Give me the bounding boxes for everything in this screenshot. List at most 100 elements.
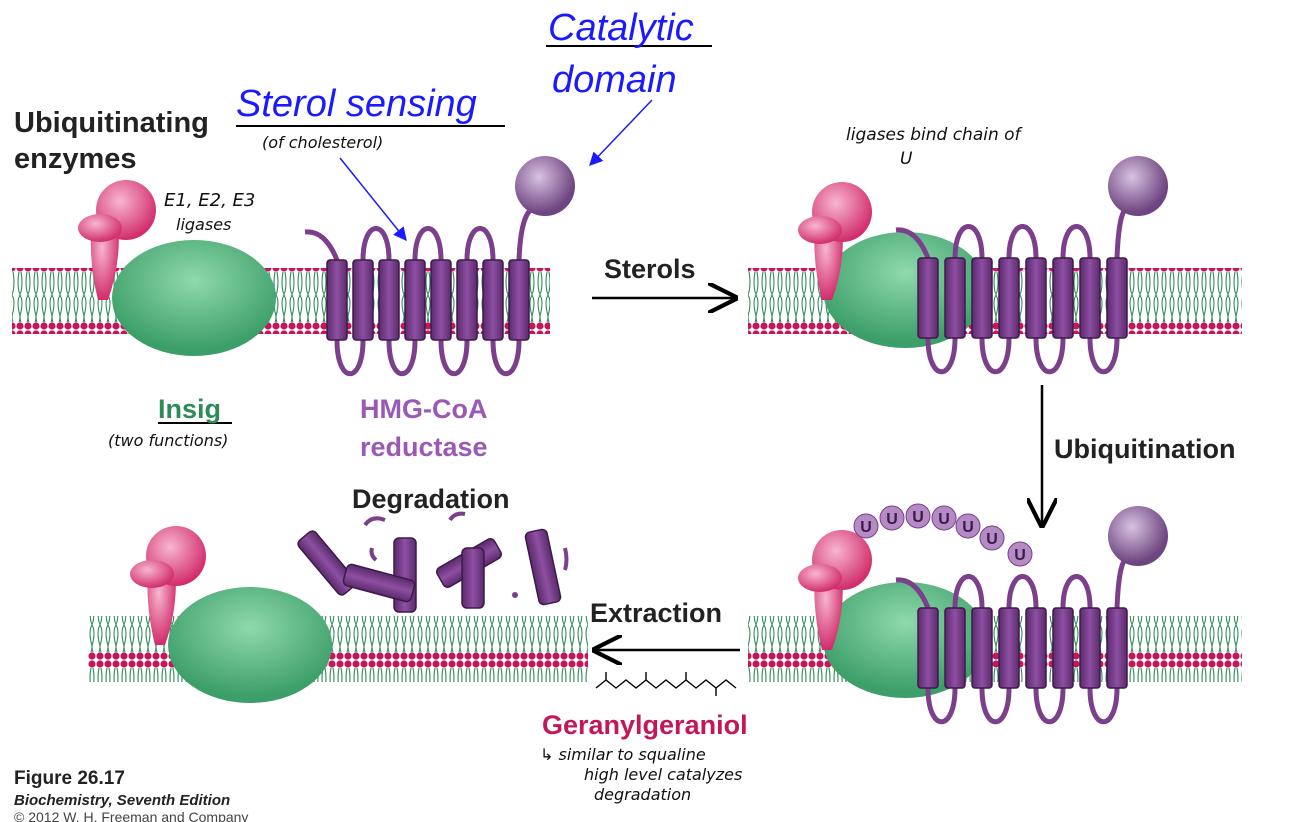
luminal-loop <box>1060 574 1093 609</box>
hmg-coa-reductase <box>304 156 575 376</box>
hmg-coa-reductase <box>895 506 1168 724</box>
luminal-loop <box>464 226 496 261</box>
transmembrane-helix <box>917 257 939 339</box>
e-ligases-note-2: ligases <box>176 215 231 234</box>
ubiquitin-label: U <box>938 511 950 528</box>
transmembrane-helix <box>430 259 452 341</box>
ligases-bind-note-1: ligases bind chain of <box>846 125 1024 145</box>
ubiquitination-label: Ubiquitination <box>1054 434 1235 464</box>
transmembrane-helix <box>917 607 939 689</box>
catalytic-domain-pointer <box>589 99 653 166</box>
ubiquitin-unit <box>905 503 931 529</box>
of-cholesterol-note: (of cholesterol) <box>262 133 383 152</box>
cytoplasmic-loop <box>490 339 522 376</box>
ubiquitin-unit <box>1007 541 1033 567</box>
ubiquitinating-enzyme <box>130 526 206 645</box>
ubiquitinating-enzymes-label-1: Ubiquitinating <box>14 107 209 139</box>
luminal-loop <box>1060 224 1093 259</box>
luminal-loop <box>360 226 392 261</box>
transmembrane-helix <box>944 257 966 339</box>
transmembrane-helix <box>944 607 966 689</box>
ubiquitin-unit <box>931 505 957 531</box>
transmembrane-helix <box>1025 257 1047 339</box>
cytoplasmic-loop <box>1087 337 1120 374</box>
e-ligases-note-1: E1, E2, E3 <box>164 190 255 211</box>
sterols-label: Sterols <box>604 254 696 284</box>
transmembrane-helix <box>1052 607 1074 689</box>
panel-initial <box>12 156 575 376</box>
transmembrane-helix <box>456 259 478 341</box>
transmembrane-helix <box>378 259 400 341</box>
ubiquitin-unit <box>955 513 981 539</box>
transmembrane-helix <box>1025 607 1047 689</box>
transmembrane-helix <box>508 259 530 341</box>
ligases-bind-note-2: U <box>900 149 913 169</box>
insig-protein <box>112 240 276 356</box>
cytoplasmic-loop <box>1087 687 1120 724</box>
extraction-label: Extraction <box>590 598 722 628</box>
transmembrane-helix <box>1079 257 1101 339</box>
similar-squalene-note-3: degradation <box>594 785 691 804</box>
insig-protein <box>168 587 332 703</box>
transmembrane-helix <box>404 259 426 341</box>
cytoplasmic-loop <box>438 339 470 376</box>
luminal-loop <box>412 226 444 261</box>
catalytic-label-2: domain <box>552 59 677 101</box>
cytoplasmic-loop <box>1033 337 1066 374</box>
geranylgeraniol-structure <box>595 672 737 696</box>
ubiquitin-label: U <box>860 519 872 536</box>
degradation-label: Degradation <box>352 484 510 514</box>
n-terminal-tail <box>895 577 931 609</box>
transmembrane-helix <box>971 257 993 339</box>
cytoplasmic-loop <box>979 337 1012 374</box>
ubiquitin-unit <box>853 513 879 539</box>
ubiquitin-unit <box>979 525 1005 551</box>
ubiquitinating-enzyme <box>798 182 872 300</box>
insig-label: Insig <box>158 394 221 424</box>
panel-degraded <box>88 511 588 703</box>
n-terminal-tail <box>304 229 340 261</box>
n-terminal-tail <box>895 227 931 259</box>
luminal-loop <box>1006 574 1039 609</box>
catalytic-linker <box>1114 555 1129 609</box>
cytoplasmic-loop <box>386 339 418 376</box>
transmembrane-helix <box>1079 607 1101 689</box>
degraded-helix-fragments <box>297 511 569 613</box>
hmg-coa-label-1: HMG-CoA <box>360 394 487 424</box>
ubiquitin-label: U <box>986 531 998 548</box>
similar-squalene-note-2: high level catalyzes <box>584 765 742 784</box>
similar-squalene-note-1: ↳ similar to squaline <box>540 745 706 764</box>
transmembrane-helix <box>326 259 348 341</box>
transmembrane-helix <box>482 259 504 341</box>
geranylgeraniol-label: Geranylgeraniol <box>542 710 748 740</box>
transmembrane-helix <box>971 607 993 689</box>
ubiquitin-label: U <box>1014 547 1026 564</box>
sterol-sensing-label: Sterol sensing <box>236 83 477 125</box>
sterol-sensing-pointer <box>339 157 407 242</box>
cytoplasmic-loop <box>334 339 366 376</box>
cytoplasmic-loop <box>1033 687 1066 724</box>
figure-copyright: © 2012 W. H. Freeman and Company <box>14 809 248 822</box>
hmg-coa-reductase <box>895 156 1168 374</box>
ubiquitinating-enzyme <box>798 530 872 650</box>
ubiquitin-label: U <box>886 511 898 528</box>
transmembrane-helix <box>1106 257 1128 339</box>
transmembrane-helix <box>1106 607 1128 689</box>
transmembrane-helix <box>998 257 1020 339</box>
ubiquitinating-enzyme <box>78 180 156 300</box>
ubiquitin-unit <box>879 505 905 531</box>
catalytic-label-1: Catalytic <box>548 7 694 49</box>
transmembrane-helix <box>1052 257 1074 339</box>
catalytic-linker <box>1114 205 1129 259</box>
cytoplasmic-loop <box>979 687 1012 724</box>
cytoplasmic-loop <box>925 687 958 724</box>
figure-book: Biochemistry, Seventh Edition <box>14 792 230 809</box>
ubiquitin-label: U <box>912 509 924 526</box>
catalytic-domain <box>1108 506 1168 566</box>
catalytic-linker <box>516 205 536 261</box>
catalytic-domain <box>515 156 575 216</box>
luminal-loop <box>952 224 985 259</box>
